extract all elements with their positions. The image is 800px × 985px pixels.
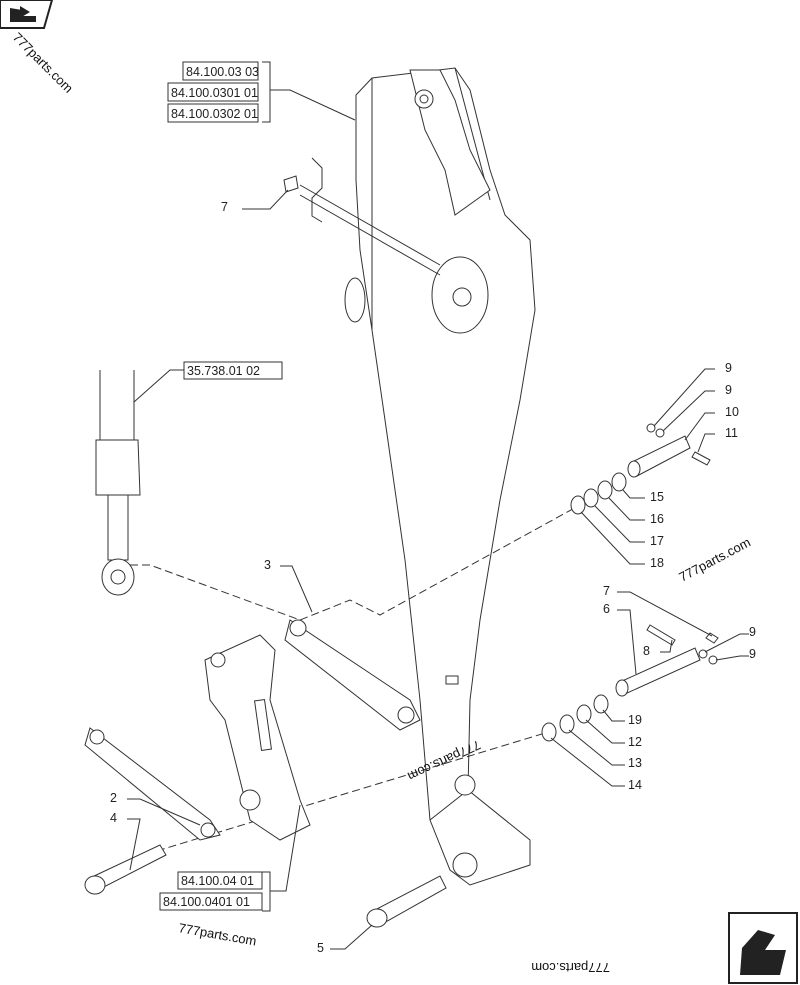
callout-7: 7 <box>221 200 228 214</box>
ref-boom-1[interactable]: 84.100.03 03 <box>186 65 259 79</box>
ref-box[interactable] <box>159 892 263 911</box>
callout-9: 9 <box>725 361 732 375</box>
h-link <box>204 634 311 841</box>
ref-link-1[interactable]: 84.100.04 01 <box>181 874 254 888</box>
callout-8: 8 <box>643 644 650 658</box>
ref-boom-3[interactable]: 84.100.0302 01 <box>171 107 258 121</box>
callout-15: 15 <box>650 490 664 504</box>
watermark: 777parts.com <box>10 30 76 96</box>
link-2 <box>84 727 221 841</box>
ref-box[interactable] <box>183 361 283 380</box>
pin-5 <box>366 875 447 928</box>
ref-box[interactable] <box>177 871 263 890</box>
ref-cylinder[interactable]: 35.738.01 02 <box>187 364 260 378</box>
callout-9: 9 <box>749 647 756 661</box>
upper-pin-group <box>570 423 711 515</box>
callout-18: 18 <box>650 556 664 570</box>
watermark: 777parts.com <box>177 920 257 948</box>
callout-10: 10 <box>725 405 739 419</box>
watermark: 777parts.com <box>676 534 753 584</box>
callout-5: 5 <box>317 941 324 955</box>
callout-14: 14 <box>628 778 642 792</box>
ref-box[interactable] <box>167 103 259 123</box>
ref-boom-2[interactable]: 84.100.0301 01 <box>171 86 258 100</box>
lower-pin-group <box>541 624 719 742</box>
callout-9: 9 <box>749 625 756 639</box>
boom <box>344 67 536 886</box>
pin-4 <box>84 844 167 895</box>
callout-11: 11 <box>725 426 738 440</box>
callout-19: 19 <box>628 713 642 727</box>
callout-3: 3 <box>264 558 271 572</box>
callout-6: 6 <box>603 602 610 616</box>
callout-2: 2 <box>110 791 117 805</box>
watermark: 777parts.com <box>531 960 610 975</box>
callout-16: 16 <box>650 512 664 526</box>
callout-4: 4 <box>110 811 117 825</box>
callout-12: 12 <box>628 735 642 749</box>
callout-13: 13 <box>628 756 642 770</box>
ref-box[interactable] <box>167 82 259 102</box>
nav-back-arrow-icon[interactable] <box>0 0 54 29</box>
callout-7: 7 <box>603 584 610 598</box>
link-3 <box>284 619 421 731</box>
nav-next-arrow-icon[interactable] <box>728 912 798 984</box>
cylinder <box>95 370 141 596</box>
callout-17: 17 <box>650 534 664 548</box>
ref-link-2[interactable]: 84.100.0401 01 <box>163 895 250 909</box>
ref-box[interactable] <box>182 61 259 81</box>
callout-9: 9 <box>725 383 732 397</box>
